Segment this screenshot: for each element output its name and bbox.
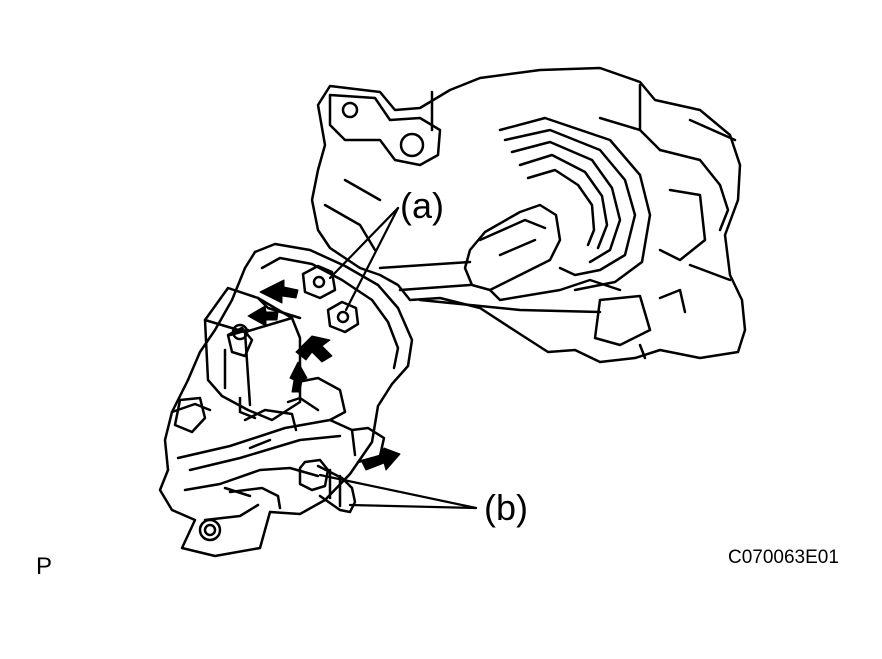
shift-boot: [498, 116, 652, 292]
direction-arrows: [247, 279, 401, 471]
arrow-2: [247, 305, 279, 327]
transmission-housing: [310, 66, 747, 364]
arrow-1: [259, 279, 299, 304]
nut-a-lower: [326, 300, 360, 334]
leader-lines: [318, 206, 478, 510]
figure-code: C070063E01: [728, 547, 839, 568]
callout-label-b: (b): [484, 487, 528, 528]
nut-a-upper: [301, 264, 337, 300]
arrow-5: [361, 447, 401, 471]
arrow-3: [295, 335, 333, 363]
callout-label-a: (a): [400, 185, 444, 226]
arrow-4: [289, 361, 308, 393]
retainer-block: [203, 286, 302, 422]
shift-rod: [378, 203, 622, 314]
bolt-b: [298, 458, 357, 514]
shift-lever-housing: [158, 242, 414, 558]
view-marker: P: [36, 553, 53, 580]
